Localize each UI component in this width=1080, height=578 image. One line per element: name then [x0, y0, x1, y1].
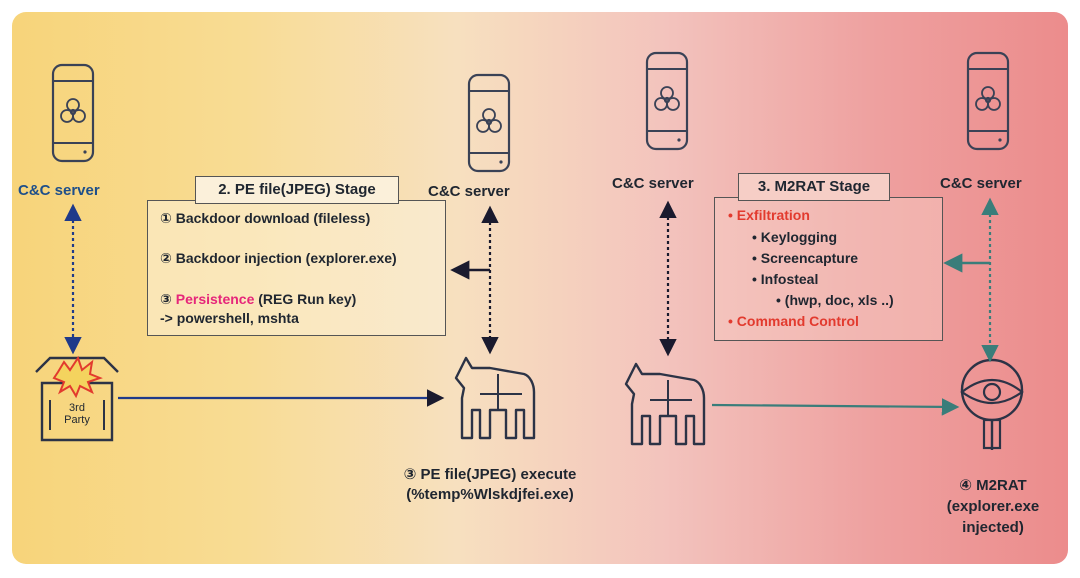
stage2-item-3-text: (REG Run key)	[254, 291, 357, 307]
stage3-exfiltration-text: Exfiltration	[736, 207, 810, 223]
cnc-server-icon-2	[467, 73, 511, 173]
stage3-keylogging-text: Keylogging	[760, 229, 838, 245]
stage2-item-1-text: Backdoor download (fileless)	[175, 210, 371, 226]
pe-execute-line-2: (%temp%Wlskdjfei.exe)	[406, 486, 574, 503]
pe-execute-line-1: ③ PE file(JPEG) execute	[403, 466, 577, 483]
stage2-item-3: ③ Persistence (REG Run key)	[160, 291, 356, 308]
cnc-server-icon-3	[645, 51, 689, 151]
stage3-screencapture-text: Screencapture	[760, 250, 859, 266]
trojan-horse-icon-1	[454, 356, 536, 440]
cnc-server-label-1: C&C server	[18, 182, 100, 199]
pe-execute-caption: ③ PE file(JPEG) execute (%temp%Wlskdjfei…	[385, 465, 595, 505]
third-party-line-1: 3rd	[69, 402, 85, 414]
stage2-box	[147, 200, 446, 336]
stage2-marker-1: ①	[160, 210, 172, 226]
stage3-screencapture: • Screencapture	[752, 250, 859, 266]
third-party-label: 3rd Party	[60, 402, 94, 426]
stage3-box	[714, 197, 943, 341]
stage3-exfiltration: • Exfiltration	[728, 207, 810, 223]
cnc-server-icon-1	[51, 63, 95, 163]
cnc-server-label-2: C&C server	[428, 183, 510, 200]
stage3-filetypes-text: (hwp, doc, xls ..)	[784, 292, 894, 308]
stage2-item-1: ① Backdoor download (fileless)	[160, 210, 370, 227]
cnc-server-label-3: C&C server	[612, 175, 694, 192]
stage2-item-2-text: Backdoor injection (explorer.exe)	[175, 250, 397, 266]
trojan-horse-icon-2	[624, 362, 706, 446]
stage2-title: 2. PE file(JPEG) Stage	[195, 176, 399, 204]
m2rat-line-3: injected)	[962, 519, 1024, 536]
stage3-command-control-text: Command Control	[736, 313, 859, 329]
third-party-icon	[35, 355, 119, 442]
arrow-horse-m2rat	[711, 398, 960, 416]
stage3-infosteal: • Infosteal	[752, 271, 819, 287]
stage3-command-control: • Command Control	[728, 313, 859, 329]
stage3-infosteal-text: Infosteal	[760, 271, 819, 287]
stage2-item-3-sub: -> powershell, mshta	[160, 310, 299, 326]
m2rat-line-2: (explorer.exe	[946, 498, 1040, 515]
stage2-marker-3: ③	[160, 291, 172, 307]
cnc-server-label-4: C&C server	[940, 175, 1022, 192]
stage2-persistence: Persistence	[175, 291, 255, 307]
m2rat-line-1: ④ M2RAT	[959, 477, 1027, 494]
m2rat-caption: ④ M2RAT (explorer.exe injected)	[925, 475, 1061, 538]
stage2-marker-2: ②	[160, 250, 172, 266]
m2rat-eye-icon	[960, 358, 1024, 450]
cnc-server-icon-4	[966, 51, 1010, 151]
stage3-filetypes: • (hwp, doc, xls ..)	[776, 292, 894, 308]
stage2-item-2: ② Backdoor injection (explorer.exe)	[160, 250, 397, 267]
stage3-title: 3. M2RAT Stage	[738, 173, 890, 201]
third-party-line-2: Party	[64, 414, 90, 426]
stage3-keylogging: • Keylogging	[752, 229, 838, 245]
